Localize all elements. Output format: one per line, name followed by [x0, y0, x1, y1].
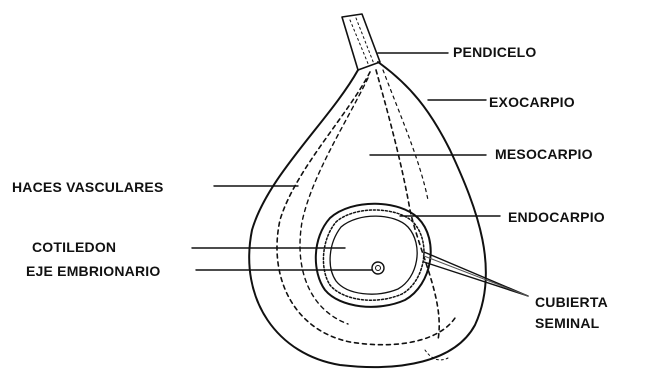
label-cubierta-line1: CUBIERTA — [535, 294, 608, 310]
label-mesocarpio: MESOCARPIO — [495, 146, 593, 162]
label-haces-vasculares: HACES VASCULARES — [12, 179, 164, 195]
label-exocarpio: EXOCARPIO — [489, 94, 575, 110]
endocarp-ring — [316, 204, 431, 307]
exocarp-outline — [249, 62, 486, 367]
label-eje-embrionario: EJE EMBRIONARIO — [26, 263, 160, 279]
embryonic-axis-shape — [372, 262, 384, 274]
leader-cubierta-2 — [424, 262, 528, 296]
label-endocarpio: ENDOCARPIO — [508, 209, 605, 225]
leader-cubierta-1 — [424, 252, 528, 296]
label-cotiledon: COTILEDON — [32, 239, 116, 255]
label-pendicelo: PENDICELO — [453, 44, 536, 60]
vascular-bundle-inner — [300, 78, 368, 324]
label-cubierta-seminal: CUBIERTA SEMINAL — [535, 292, 635, 334]
label-cubierta-line2: SEMINAL — [535, 315, 599, 331]
pedicel-shape — [342, 14, 380, 70]
